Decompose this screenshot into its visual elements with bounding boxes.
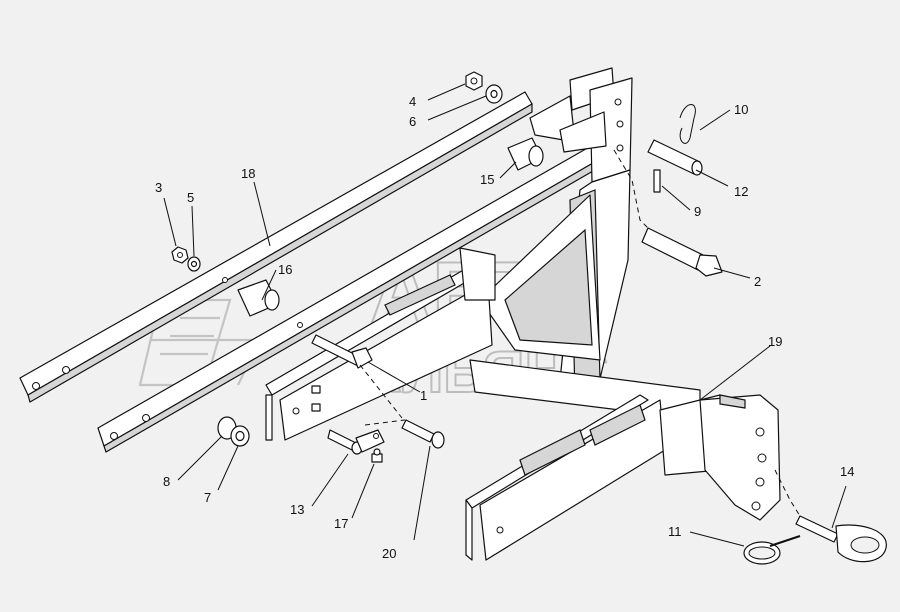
callout-18: 18 — [241, 166, 255, 181]
callout-11: 11 — [668, 524, 682, 539]
callout-14: 14 — [840, 464, 854, 479]
lynch-pin-11 — [743, 535, 801, 565]
washer-7 — [230, 425, 250, 447]
pin-13 — [327, 429, 385, 455]
callout-3: 3 — [155, 180, 162, 195]
callout-labels: 4 6 3 5 18 16 15 10 12 9 2 1 19 8 7 13 1… — [155, 94, 854, 561]
roll-pin-9 — [653, 169, 661, 193]
hitch-tongue — [659, 394, 781, 521]
callout-19: 19 — [768, 334, 782, 349]
washer-5 — [187, 256, 201, 272]
spacer-tube-15 — [507, 137, 544, 171]
bolt-1 — [311, 334, 373, 369]
pin-20 — [401, 419, 445, 449]
callout-2: 2 — [754, 274, 761, 289]
lower-frame — [265, 247, 701, 561]
assembly-line-14 — [774, 469, 801, 517]
callout-8: 8 — [163, 474, 170, 489]
clip-10 — [679, 104, 696, 144]
callout-5: 5 — [187, 190, 194, 205]
spacer-tube-16 — [237, 279, 280, 317]
upper-side-bar — [19, 91, 533, 403]
callout-15: 15 — [480, 172, 494, 187]
assembly-line-2 — [613, 149, 651, 231]
grease-fitting-17 — [371, 448, 383, 463]
assembly-line-20 — [364, 419, 406, 426]
callout-7: 7 — [204, 490, 211, 505]
callout-17: 17 — [334, 516, 348, 531]
callout-4: 4 — [409, 94, 416, 109]
nut-3 — [171, 246, 189, 264]
callout-9: 9 — [694, 204, 701, 219]
gusset-plate — [479, 194, 601, 361]
callout-10: 10 — [734, 102, 748, 117]
callout-20: 20 — [382, 546, 396, 561]
callout-6: 6 — [409, 114, 416, 129]
nut-4 — [465, 71, 483, 91]
callout-12: 12 — [734, 184, 748, 199]
pin-12 — [647, 139, 703, 176]
callout-16: 16 — [278, 262, 292, 277]
assembly-line-1 — [359, 364, 403, 419]
callout-13: 13 — [290, 502, 304, 517]
washer-6 — [485, 84, 503, 104]
hitch-pin-14 — [795, 515, 887, 563]
callout-1: 1 — [420, 388, 427, 403]
bolt-2 — [641, 227, 723, 277]
leader-lines — [163, 83, 847, 547]
